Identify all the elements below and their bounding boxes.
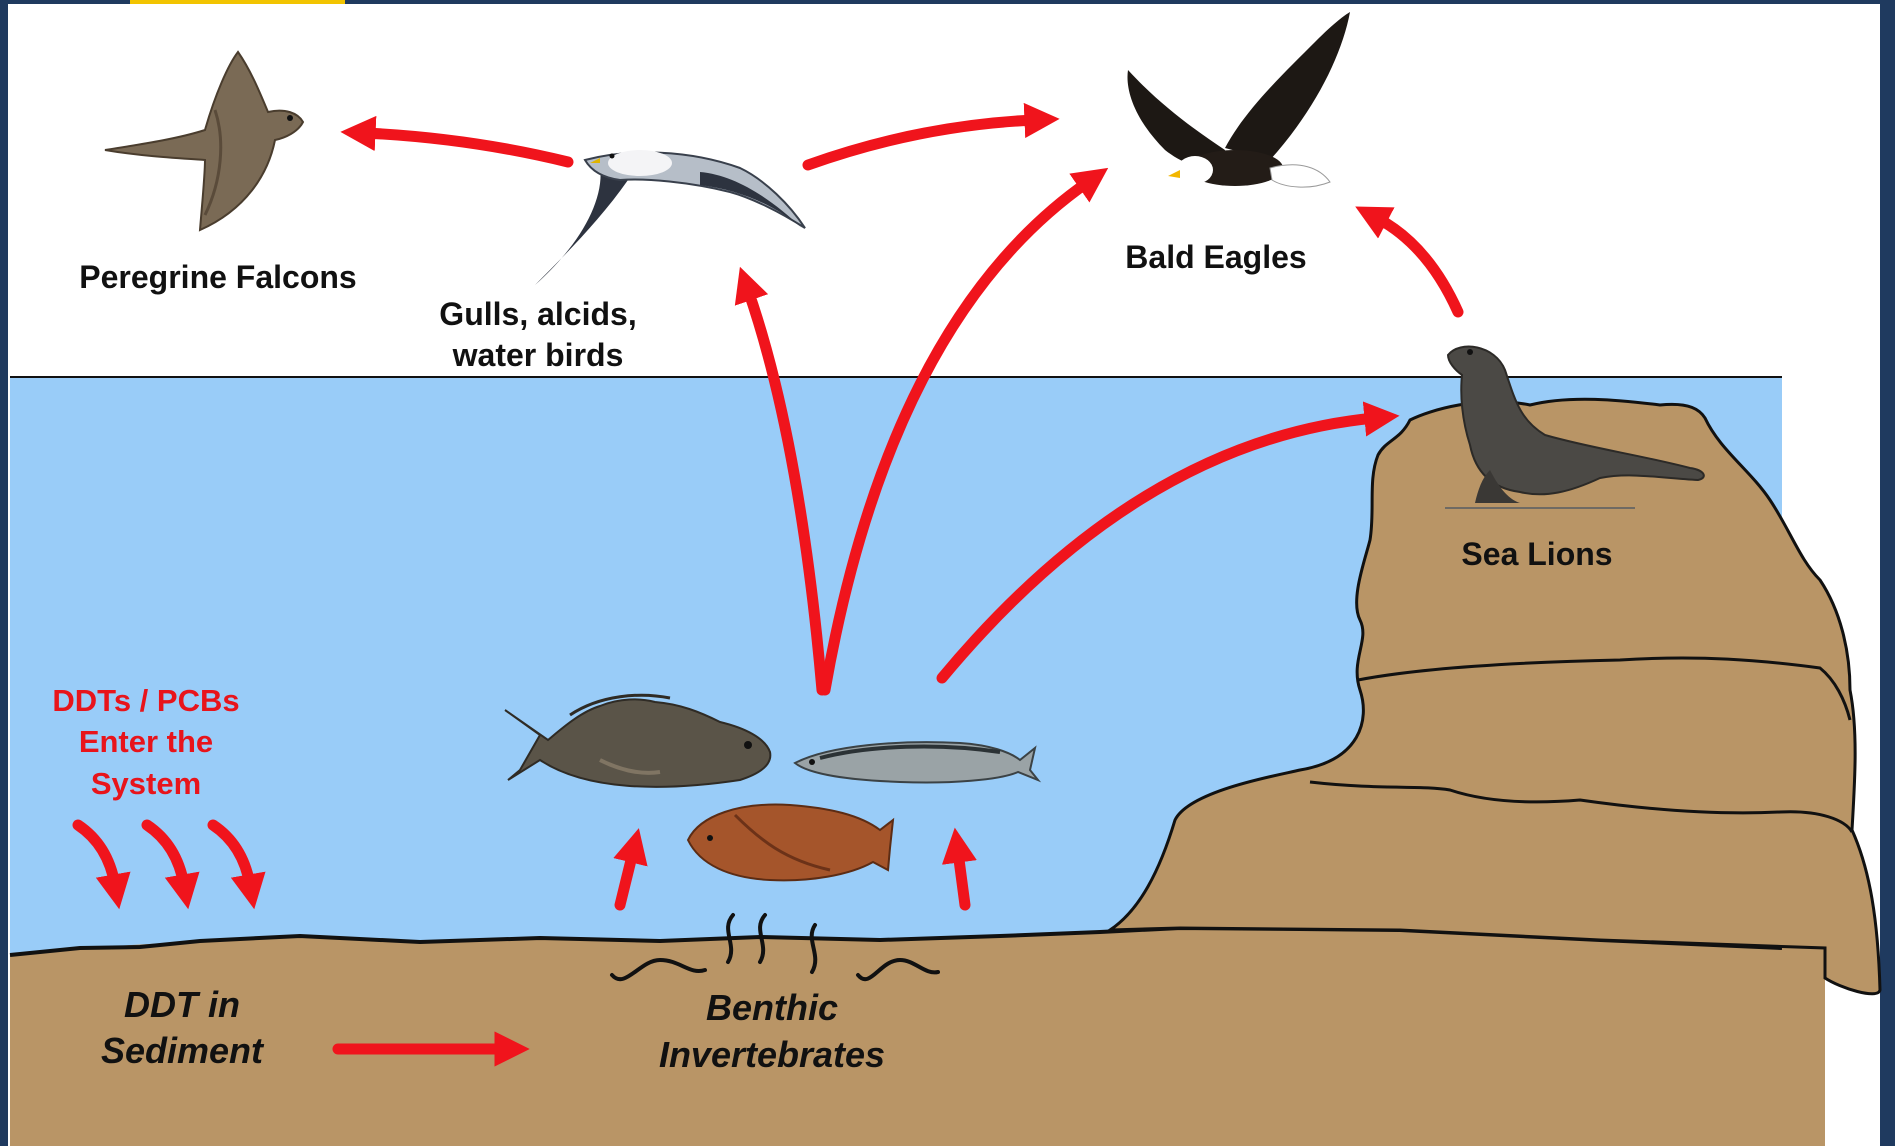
label-gulls-line2: water birds [452,337,624,373]
label-ddt-enter-line1: DDTs / PCBs [52,683,239,718]
label-benthic-line1: Benthic [706,987,838,1028]
label-ddt-sediment-line1: DDT in [124,984,240,1025]
arrow-benthic-to-fish-right [958,852,965,905]
label-ddt-sediment-line2: Sediment [101,1030,265,1071]
label-ddt-enter-line2: Enter the [79,724,213,759]
label-benthic-line2: Invertebrates [659,1034,885,1075]
label-ddt-enter-line3: System [91,766,201,801]
sediment-layer [10,928,1825,1146]
label-gulls-line1: Gulls, alcids, [439,296,636,332]
label-sea-lions: Sea Lions [1461,536,1612,572]
label-peregrine-falcons: Peregrine Falcons [79,259,356,295]
logo-strip [130,0,345,4]
label-bald-eagles: Bald Eagles [1125,239,1306,275]
